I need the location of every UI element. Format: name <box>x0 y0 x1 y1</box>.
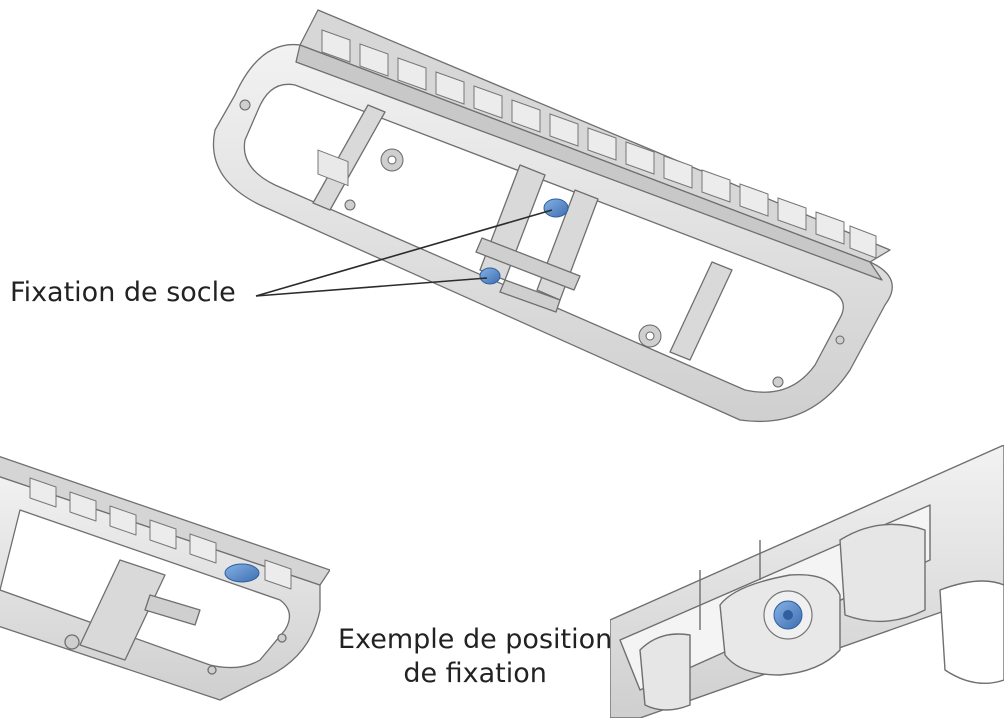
detail-view-right <box>610 445 1004 718</box>
pockets <box>321 29 877 259</box>
fixation-clip-icon <box>479 198 569 285</box>
detail-view-left <box>0 456 330 701</box>
label-exemple-line1: Exemple de position <box>338 624 613 655</box>
label-exemple-line2: de fixation <box>403 657 547 689</box>
screw-bosses <box>239 99 845 388</box>
label-fixation-de-socle: Fixation de socle <box>10 277 236 308</box>
pocket-row <box>317 149 349 187</box>
fixation-clip-icon <box>224 563 260 583</box>
leader-lines <box>255 209 553 297</box>
label-exemple-position: Exemple de position de fixation <box>338 623 612 691</box>
fixation-clip-icon <box>763 590 813 640</box>
